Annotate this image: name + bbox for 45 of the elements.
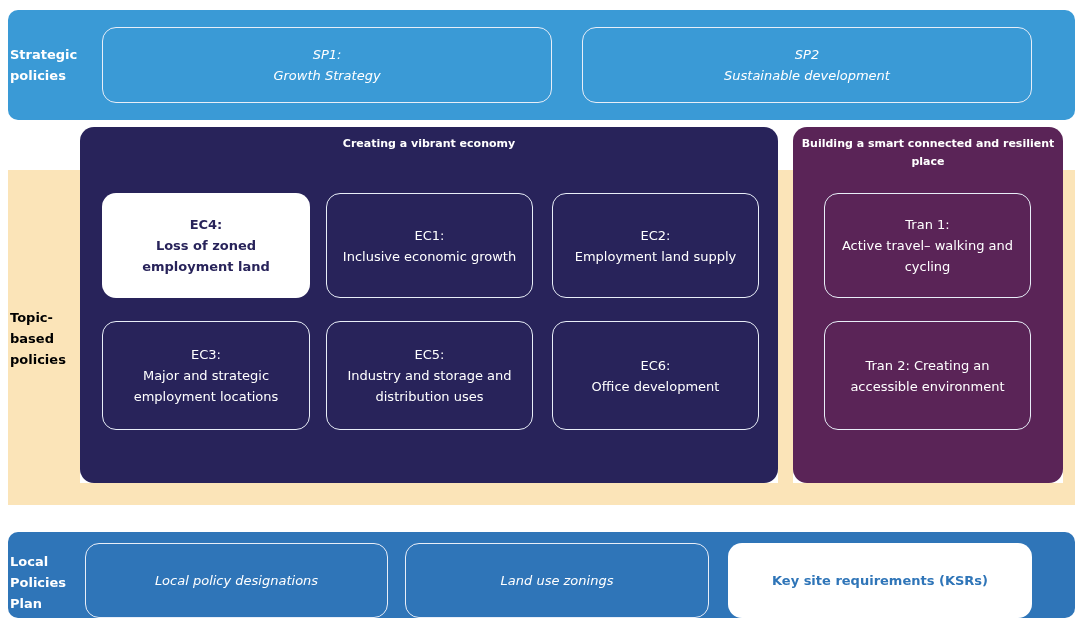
policy-text: SP2 (794, 46, 820, 64)
band-heading: Local Policies Plan (10, 553, 68, 613)
policy-box (552, 193, 759, 298)
policy-text: Inclusive economic growth (342, 247, 517, 266)
policy-text: EC2: (640, 226, 671, 245)
band-heading: Strategic policies (10, 46, 79, 85)
policy-text: Local policy designations (154, 572, 319, 590)
band-heading: Topic-based policies (10, 308, 67, 369)
group-panel (793, 127, 1063, 483)
policy-text: SP1: (312, 46, 342, 64)
policy-box (405, 543, 709, 618)
policy-text: EC3: (191, 346, 221, 364)
policy-box (582, 27, 1032, 103)
policy-text: Growth Strategy (273, 67, 381, 85)
policy-box (102, 321, 310, 430)
policy-text: Tran 1: (905, 216, 950, 234)
policy-box (102, 27, 552, 103)
policy-box (728, 543, 1032, 618)
policy-text: EC6: (640, 356, 671, 375)
policy-text: Tran 2: Creating an accessible environment (849, 356, 1006, 396)
policy-text: Key site requirements (KSRs) (771, 572, 989, 590)
policy-text: EC4: (189, 216, 223, 234)
group-heading: Creating a vibrant economy (341, 136, 517, 152)
policy-box (85, 543, 388, 618)
group-panel (80, 127, 778, 483)
policy-box (824, 321, 1031, 430)
policy-text: EC5: (414, 346, 445, 364)
band-panel (8, 10, 1075, 120)
policy-box (102, 193, 310, 298)
band-panel (8, 170, 80, 505)
policy-text: Office development (591, 377, 720, 396)
policy-box (824, 193, 1031, 298)
policy-box (552, 321, 759, 430)
policy-text: Land use zonings (500, 572, 614, 590)
policy-text: Employment land supply (574, 247, 737, 266)
policy-text: Active travel– walking and cycling (840, 237, 1015, 276)
policy-text: EC1: (414, 226, 445, 245)
policy-text: Industry and storage and distribution uses (346, 367, 513, 406)
band-panel (8, 532, 1075, 618)
policy-box (326, 193, 533, 298)
policy-box (326, 321, 533, 430)
policy-text: Major and strategic employment locations (132, 367, 280, 406)
policy-text: Loss of zoned employment land (141, 237, 271, 276)
group-heading: Building a smart connected and resilient place (801, 136, 1055, 170)
policy-text: Sustainable development (724, 67, 890, 85)
